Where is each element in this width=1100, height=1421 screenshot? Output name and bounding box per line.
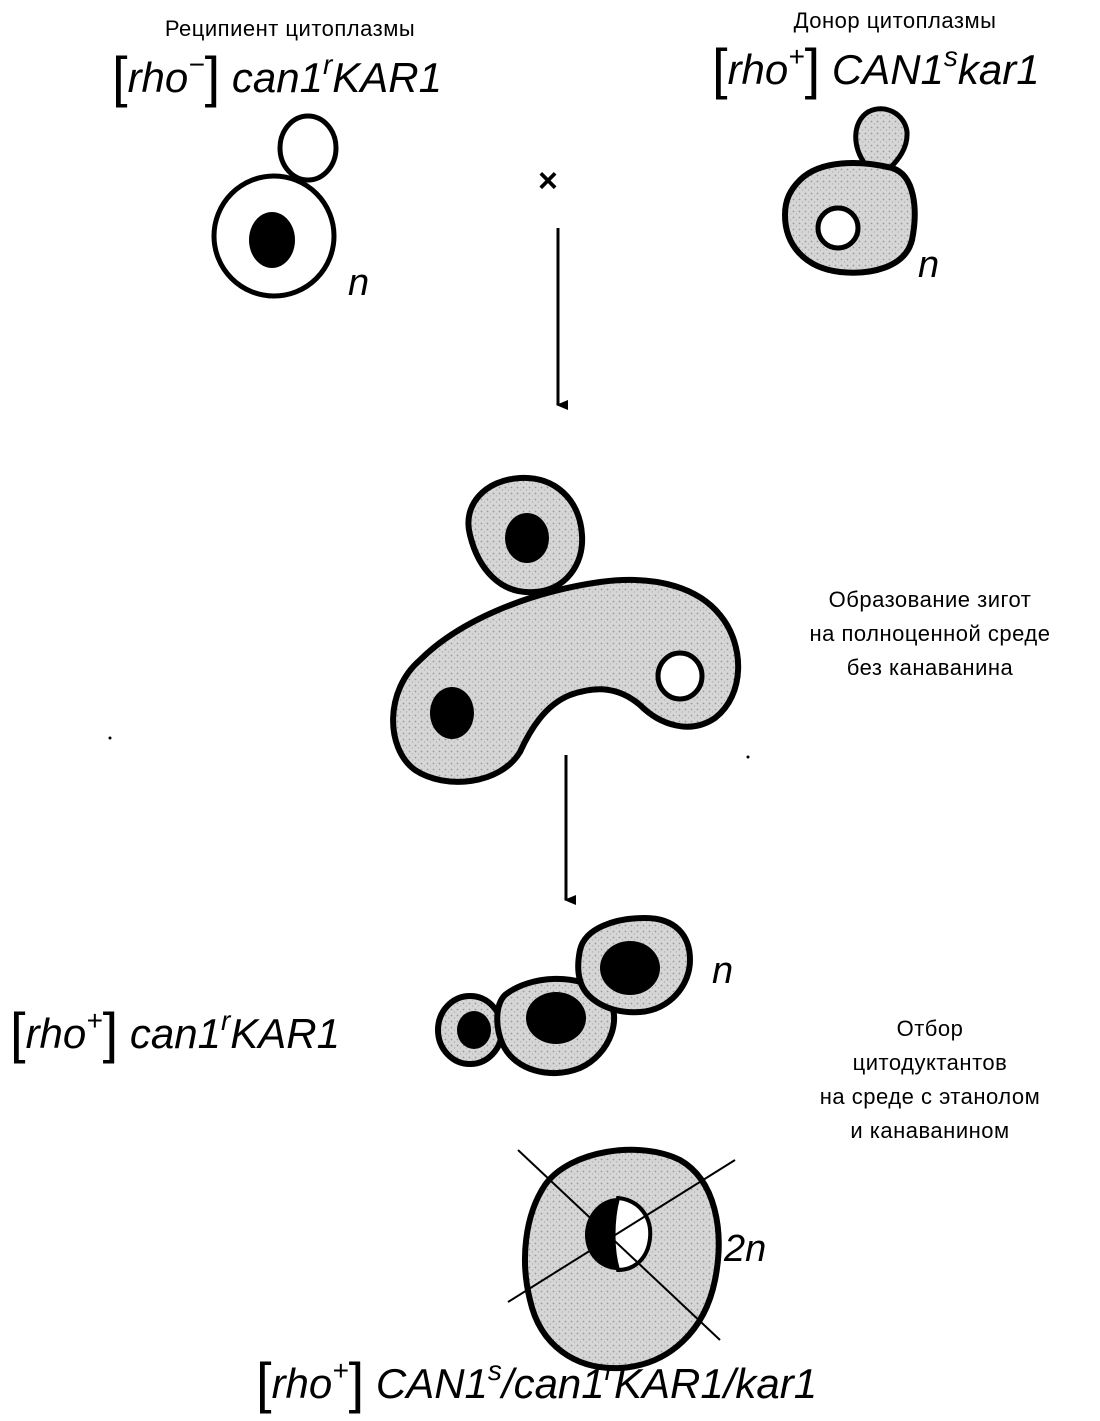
donor-genotype: [rho+] CAN1skar1: [712, 36, 1040, 101]
gene-can1-dominant: CAN1: [375, 1360, 488, 1407]
caption-line: Отбор: [896, 1016, 964, 1041]
gene-can1-allele: s: [943, 41, 958, 72]
gene-kar1: KAR1: [332, 54, 442, 101]
donor-ploidy: n: [918, 244, 940, 286]
cross-out-line-1: [517, 1149, 721, 1341]
gene-can1: can1: [231, 54, 323, 101]
donor-nucleus: [815, 205, 861, 251]
cytoductant-nucleus-large: [600, 941, 660, 995]
donor-title: Донор цитоплазмы: [793, 8, 997, 33]
diploid-cell: [507, 1146, 736, 1372]
gene-can1-allele: r: [322, 49, 333, 80]
speck: [746, 755, 750, 759]
bracket-close: ]: [204, 45, 221, 108]
gene-can1: can1: [129, 1010, 221, 1057]
cross-symbol: ×: [538, 162, 558, 200]
gene-kar1-pair: KAR1/kar1: [613, 1360, 818, 1407]
recipient-genotype: [rho−] can1rKAR1: [112, 44, 442, 109]
recipient-title: Реципиент цитоплазмы: [164, 16, 416, 41]
recipient-bud: [277, 113, 339, 183]
cytoductant-genotype: [rho+] can1rKAR1: [10, 1000, 340, 1065]
gene-can1: CAN1: [831, 46, 944, 93]
cytoductant-chain: [435, 914, 694, 1077]
bracket-open: [: [712, 37, 728, 100]
mito-label: rho: [127, 54, 189, 101]
mito-sign: +: [788, 41, 805, 72]
recipient-ploidy: n: [348, 262, 370, 304]
cytoductant-nucleus-small: [457, 1011, 491, 1049]
caption-line: цитодуктантов: [852, 1050, 1008, 1075]
caption-line: на полноценной среде: [809, 621, 1051, 646]
gene-kar1: KAR1: [230, 1010, 340, 1057]
gene-can1-recessive-allele: r: [604, 1355, 614, 1386]
caption-line: на среде с этанолом: [819, 1084, 1041, 1109]
caption-line: и канаванином: [850, 1118, 1010, 1143]
zygote-fused-body: [390, 576, 742, 785]
mito-label: rho: [727, 46, 789, 93]
diploid-ploidy: 2n: [724, 1228, 767, 1270]
selection-caption: Отбор цитодуктантов на среде с этанолом …: [770, 1012, 1090, 1148]
donor-bud: [853, 106, 910, 171]
zygote-caption: Образование зигот на полноценной среде б…: [770, 583, 1090, 685]
bracket-close: ]: [102, 1001, 119, 1064]
mito-label: rho: [271, 1360, 333, 1407]
bracket-open: [: [10, 1001, 26, 1064]
bracket-close: ]: [804, 37, 821, 100]
mito-sign: +: [86, 1005, 103, 1036]
bracket-close: ]: [348, 1351, 365, 1414]
gene-can1-allele: r: [220, 1005, 231, 1036]
zygote-nucleus-upper: [505, 513, 549, 563]
zygote: [390, 474, 742, 785]
mito-sign: −: [188, 49, 205, 80]
caption-line: без канаванина: [846, 655, 1014, 680]
gene-can1-recessive: /can1: [501, 1360, 605, 1407]
mito-label: rho: [25, 1010, 87, 1057]
cross-out-line-2: [507, 1159, 736, 1303]
bracket-open: [: [256, 1351, 272, 1414]
diploid-genotype: [rho+] CAN1s/can1rKAR1/kar1: [256, 1350, 817, 1415]
speck: [108, 736, 112, 740]
caption-line: Образование зигот: [828, 587, 1032, 612]
donor-cell: [781, 106, 918, 276]
recipient-cell: [211, 113, 339, 299]
bracket-open: [: [112, 45, 128, 108]
cytoductant-ploidy: n: [712, 950, 734, 992]
diploid-nucleus-black: [585, 1198, 618, 1270]
recipient-nucleus: [249, 212, 295, 268]
gene-kar1: kar1: [957, 46, 1040, 93]
zygote-nucleus-left: [430, 687, 474, 739]
gene-can1-dominant-allele: s: [487, 1355, 502, 1386]
zygote-nucleus-right: [655, 650, 705, 702]
cytoductant-nucleus-middle: [526, 992, 586, 1044]
mito-sign: +: [332, 1355, 349, 1386]
